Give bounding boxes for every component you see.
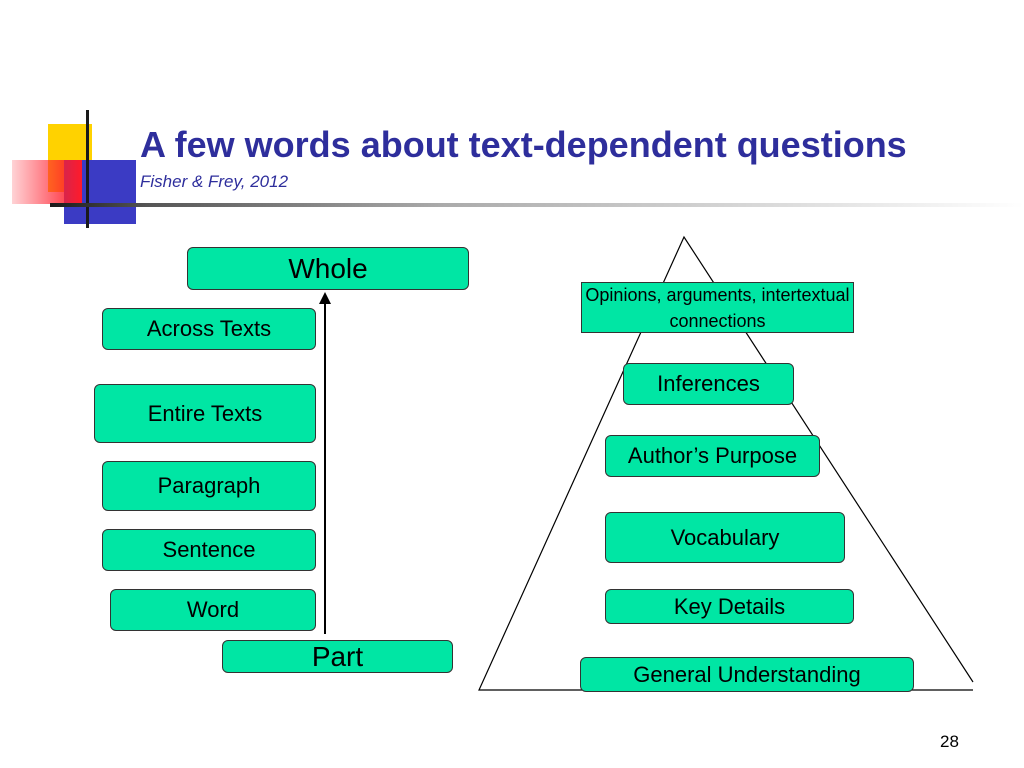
pyramid-level-vocabulary: Vocabulary (605, 512, 845, 563)
page-number: 28 (940, 732, 959, 751)
scale-level-paragraph: Paragraph (102, 461, 316, 511)
pyramid-level-key-details: Key Details (605, 589, 854, 624)
scale-level-word: Word (110, 589, 316, 631)
pyramid-level-inferences: Inferences (623, 363, 794, 405)
pyramid-level-authors-purpose: Author’s Purpose (605, 435, 820, 477)
title-underline (50, 203, 1024, 207)
logo-red-block (12, 160, 82, 204)
arrow-up-icon (319, 292, 331, 304)
whole-box: Whole (187, 247, 469, 290)
slide-title: A few words about text-dependent questio… (140, 124, 907, 165)
pyramid-level-general-understanding: General Understanding (580, 657, 914, 692)
scale-level-sentence: Sentence (102, 529, 316, 571)
scale-level-entire-texts: Entire Texts (94, 384, 316, 443)
part-box: Part (222, 640, 453, 673)
part-to-whole-arrow-line (324, 302, 326, 634)
slide-subtitle: Fisher & Frey, 2012 (140, 172, 289, 191)
logo-vertical-line (86, 110, 89, 228)
scale-level-across-texts: Across Texts (102, 308, 316, 350)
pyramid-level-opinions: Opinions, arguments, intertextual connec… (581, 282, 854, 333)
